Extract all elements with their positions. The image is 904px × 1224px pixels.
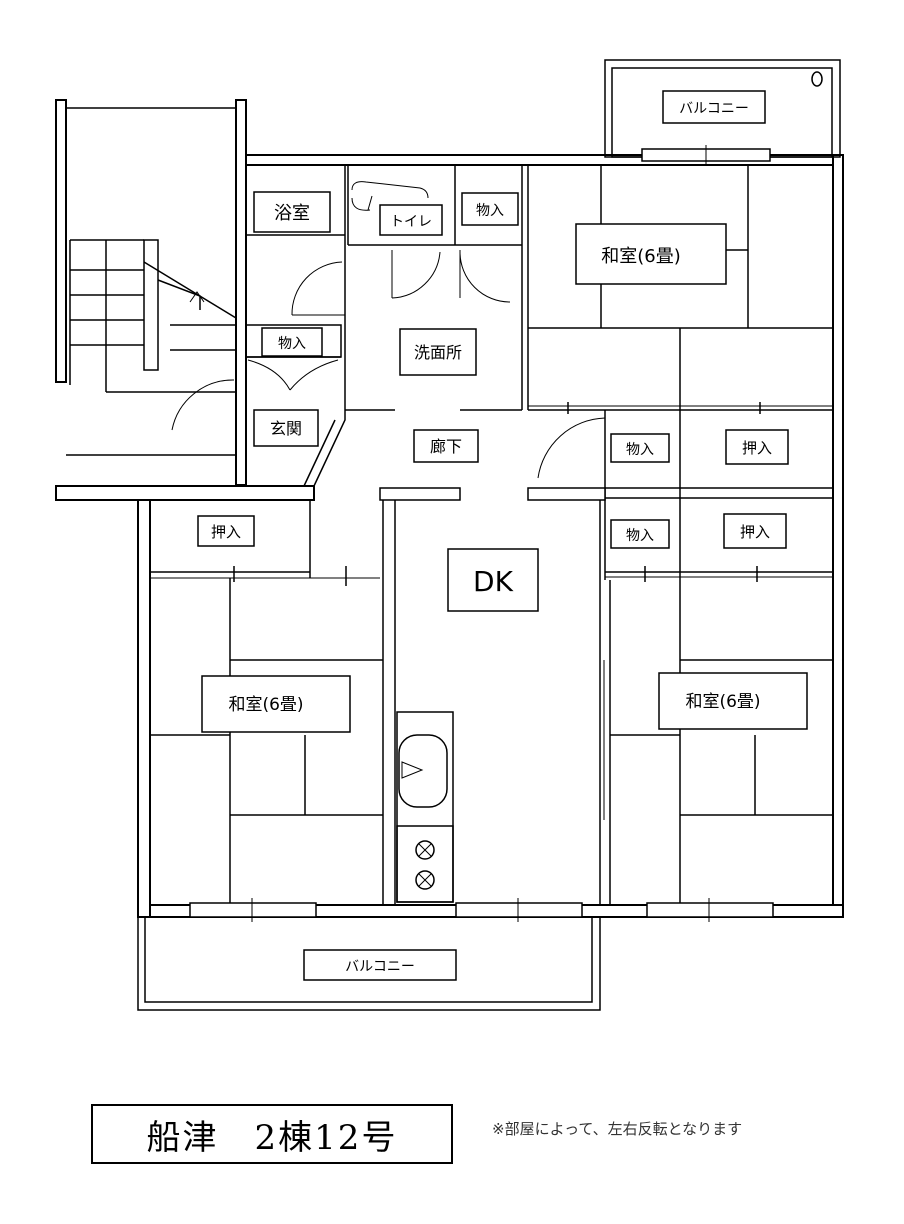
label-closet-east-1: 物入: [626, 442, 654, 458]
label-oshiire-east-1: 押入: [742, 439, 772, 457]
washitsu-ne: [528, 165, 833, 414]
kitchen-counter: [396, 711, 454, 903]
bottom-windows: [189, 898, 774, 922]
label-bath: 浴室: [274, 203, 310, 224]
label-closet-east-2: 物入: [626, 528, 654, 544]
balcony-bottom: [137, 917, 601, 1011]
outer-walls: [55, 99, 844, 918]
label-closet-entry: 物入: [278, 336, 306, 352]
label-washitsu-ne: 和室(6畳): [601, 246, 681, 267]
flip-note: ※部屋によって、左右反転となります: [492, 1120, 743, 1138]
label-toilet: トイレ: [390, 214, 432, 230]
wet-area: [246, 165, 529, 411]
washitsu-e: [610, 580, 833, 905]
stairwell: [66, 107, 237, 456]
property-title: 船津 2棟12号: [91, 1104, 453, 1164]
label-closet-top: 物入: [476, 203, 504, 219]
label-oshiire-west: 押入: [211, 523, 241, 541]
label-washroom: 洗面所: [414, 343, 462, 362]
west-closet: [150, 500, 380, 586]
label-entrance: 玄関: [270, 419, 302, 438]
floor-plan: バルコニー 浴室 トイレ 物入 和室(6畳) 物入 洗面所 玄関 廊下 物入 押…: [55, 59, 844, 1011]
washitsu-w: [150, 578, 383, 905]
label-balcony-bottom: バルコニー: [345, 959, 415, 975]
label-oshiire-east-2: 押入: [740, 523, 770, 541]
label-washitsu-e: 和室(6畳): [685, 692, 760, 712]
entrance-area: [171, 324, 346, 487]
balcony-top: [604, 59, 841, 165]
label-dk: DK: [473, 565, 514, 598]
label-balcony-top: バルコニー: [679, 101, 749, 117]
label-hallway: 廊下: [430, 437, 462, 456]
dk-walls: [379, 487, 611, 905]
label-washitsu-w: 和室(6畳): [228, 695, 303, 715]
